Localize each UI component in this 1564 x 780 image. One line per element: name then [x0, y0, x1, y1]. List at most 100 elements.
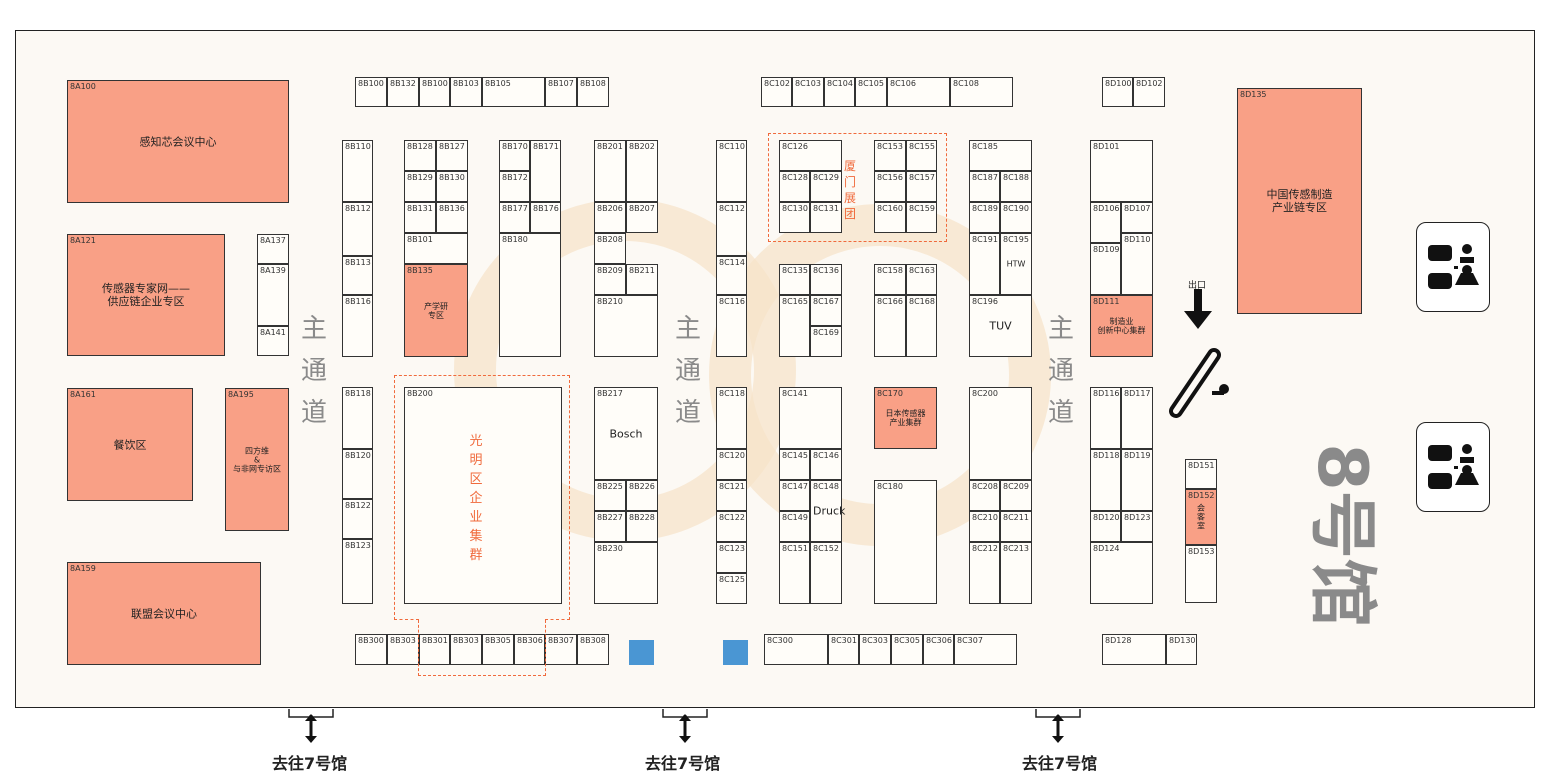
booth-8c135[interactable]: 8C135 — [779, 264, 810, 295]
booth-8c209[interactable]: 8C209 — [1000, 480, 1032, 511]
booth-8b129[interactable]: 8B129 — [404, 171, 436, 202]
booth-8b101[interactable]: 8B101 — [404, 233, 468, 264]
booth-8a137[interactable]: 8A137 — [257, 234, 289, 264]
booth-8b208[interactable]: 8B208 — [594, 233, 626, 264]
booth-8c167[interactable]: 8C167 — [810, 295, 842, 326]
booth-8b209[interactable]: 8B209 — [594, 264, 626, 295]
restroom-icon-2[interactable] — [1416, 422, 1490, 512]
booth-8c211[interactable]: 8C211 — [1000, 511, 1032, 542]
booth-8b308[interactable]: 8B308 — [577, 634, 609, 665]
booth-8c120[interactable]: 8C120 — [716, 449, 747, 480]
booth-8d117[interactable]: 8D117 — [1121, 387, 1153, 449]
booth-8c160[interactable]: 8C160 — [874, 202, 906, 233]
booth-8d101[interactable]: 8D101 — [1090, 140, 1153, 202]
booth-8c180[interactable]: 8C180 — [874, 480, 937, 604]
booth-8c301[interactable]: 8C301 — [828, 634, 859, 665]
booth-8b128[interactable]: 8B128 — [404, 140, 436, 171]
booth-8b110[interactable]: 8B110 — [342, 140, 373, 202]
booth-8c153[interactable]: 8C153 — [874, 140, 906, 171]
booth-8b122[interactable]: 8B122 — [342, 499, 373, 539]
booth-8c149[interactable]: 8C149 — [779, 511, 810, 542]
booth-8d100[interactable]: 8D100 — [1102, 77, 1133, 107]
booth-8b306[interactable]: 8B306 — [514, 634, 545, 665]
booth-8b100[interactable]: 8B100 — [355, 77, 387, 107]
booth-8d107[interactable]: 8D107 — [1121, 202, 1153, 233]
booth-8b118[interactable]: 8B118 — [342, 387, 373, 449]
booth-8b206[interactable]: 8B206 — [594, 202, 626, 233]
booth-8b112[interactable]: 8B112 — [342, 202, 373, 256]
booth-8b136[interactable]: 8B136 — [436, 202, 468, 233]
restroom-icon[interactable] — [1416, 222, 1490, 312]
booth-8b230[interactable]: 8B230 — [594, 542, 658, 604]
booth-8c102[interactable]: 8C102 — [761, 77, 792, 107]
booth-8c118[interactable]: 8C118 — [716, 387, 747, 449]
booth-8c126[interactable]: 8C126 — [779, 140, 842, 171]
booth-8b227[interactable]: 8B227 — [594, 511, 626, 542]
booth-8b113[interactable]: 8B113 — [342, 256, 373, 295]
booth-8c168[interactable]: 8C168 — [906, 295, 937, 357]
booth-8b300[interactable]: 8B300 — [355, 634, 387, 665]
booth-8c130[interactable]: 8C130 — [779, 202, 810, 233]
booth-8b301[interactable]: 8B301 — [419, 634, 450, 665]
booth-8d130[interactable]: 8D130 — [1166, 634, 1197, 665]
booth-8c200[interactable]: 8C200 — [969, 387, 1032, 480]
booth-8b176[interactable]: 8B176 — [530, 202, 561, 233]
booth-8b132[interactable]: 8B132 — [387, 77, 419, 107]
booth-8b303[interactable]: 8B303 — [387, 634, 419, 665]
booth-8c303[interactable]: 8C303 — [859, 634, 891, 665]
booth-8c151[interactable]: 8C151 — [779, 542, 810, 604]
booth-8d109[interactable]: 8D109 — [1090, 243, 1121, 295]
booth-8b105[interactable]: 8B105 — [482, 77, 545, 107]
booth-8c158[interactable]: 8C158 — [874, 264, 906, 295]
booth-8c129[interactable]: 8C129 — [810, 171, 842, 202]
booth-8c187[interactable]: 8C187 — [969, 171, 1000, 202]
booth-8c122[interactable]: 8C122 — [716, 511, 747, 542]
booth-8c163[interactable]: 8C163 — [906, 264, 937, 295]
booth-8c114[interactable]: 8C114 — [716, 256, 747, 295]
booth-8b120[interactable]: 8B120 — [342, 449, 373, 499]
booth-8b303[interactable]: 8B303 — [450, 634, 482, 665]
booth-8c131[interactable]: 8C131 — [810, 202, 842, 233]
booth-8d124[interactable]: 8D124 — [1090, 542, 1153, 604]
booth-8c146[interactable]: 8C146 — [810, 449, 842, 480]
booth-8c159[interactable]: 8C159 — [906, 202, 937, 233]
booth-8d118[interactable]: 8D118 — [1090, 449, 1121, 511]
booth-8b225[interactable]: 8B225 — [594, 480, 626, 511]
booth-8d102[interactable]: 8D102 — [1133, 77, 1165, 107]
booth-8c123[interactable]: 8C123 — [716, 542, 747, 573]
booth-8c141[interactable]: 8C141 — [779, 387, 842, 449]
booth-8b180[interactable]: 8B180 — [499, 233, 561, 357]
booth-8c169[interactable]: 8C169 — [810, 326, 842, 357]
booth-8c185[interactable]: 8C185 — [969, 140, 1032, 171]
booth-8b177[interactable]: 8B177 — [499, 202, 530, 233]
booth-8d123[interactable]: 8D123 — [1121, 511, 1153, 542]
booth-8c156[interactable]: 8C156 — [874, 171, 906, 202]
booth-8d153[interactable]: 8D153 — [1185, 545, 1217, 603]
booth-8b103[interactable]: 8B103 — [450, 77, 482, 107]
booth-8b107[interactable]: 8B107 — [545, 77, 577, 107]
booth-8d110[interactable]: 8D110 — [1121, 233, 1153, 295]
booth-8c105[interactable]: 8C105 — [855, 77, 887, 107]
booth-8c210[interactable]: 8C210 — [969, 511, 1000, 542]
booth-8a141[interactable]: 8A141 — [257, 326, 289, 356]
booth-8c166[interactable]: 8C166 — [874, 295, 906, 357]
booth-8c208[interactable]: 8C208 — [969, 480, 1000, 511]
booth-8c212[interactable]: 8C212 — [969, 542, 1000, 604]
booth-8c112[interactable]: 8C112 — [716, 202, 747, 256]
booth-8b171[interactable]: 8B171 — [530, 140, 561, 202]
booth-8c155[interactable]: 8C155 — [906, 140, 937, 171]
booth-8c147[interactable]: 8C147 — [779, 480, 810, 511]
booth-8d119[interactable]: 8D119 — [1121, 449, 1153, 511]
booth-8b170[interactable]: 8B170 — [499, 140, 530, 171]
booth-8c188[interactable]: 8C188 — [1000, 171, 1032, 202]
booth-8b226[interactable]: 8B226 — [626, 480, 658, 511]
booth-8d128[interactable]: 8D128 — [1102, 634, 1166, 665]
